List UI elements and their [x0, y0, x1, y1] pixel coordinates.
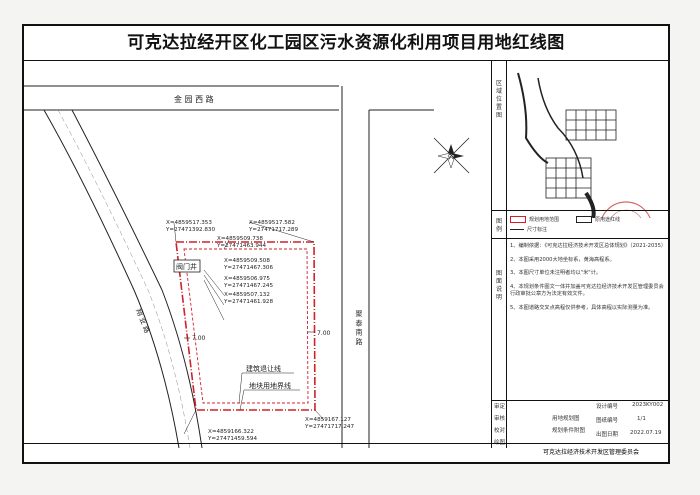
note-item: 5、本图道路交叉点高程仅供参考，具体高程以实际测量为准。 [510, 304, 654, 311]
tb-drawing: 规划条件附图 [552, 428, 586, 434]
tb-date-label: 出图日期 [596, 432, 619, 438]
tb-row-label: 审核 [494, 416, 506, 422]
building-line-label: 建筑退让线 [246, 364, 281, 373]
valve-well-label: 阀门井 [176, 262, 197, 271]
coord-text: Y=27471717.247 [304, 424, 354, 430]
legend-swatch-dim [510, 229, 524, 230]
legend-item: 规划用地范围 [529, 217, 560, 223]
tb-sheet-no: 1/1 [637, 416, 646, 422]
coord-text: Y=27471467.306 [223, 265, 273, 271]
setback-east-dim: 7.00 [317, 330, 331, 337]
coord-text: Y=27471461.928 [223, 299, 273, 305]
site-map: 金 园 西 路 聚 泰 南 路 翔 业 路 阀门井 [24, 85, 470, 448]
note-item: 2、本图采用2000大地坐标系，黄海高程系。 [510, 256, 615, 263]
location-map [517, 72, 651, 218]
tb-row-label: 审定 [494, 404, 506, 410]
coord-text: X=4859166.322 [208, 429, 254, 435]
notes-label: 图面说明 [495, 270, 502, 301]
road-label-north: 金 园 西 路 [174, 94, 214, 104]
drawing-title: 可克达拉经开区化工园区污水资源化利用项目用地红线图 [24, 26, 668, 61]
title-block: 审定 审核 校对 绘图 用地规划图 规划条件附图 设计编号 2023KY002 … [492, 400, 668, 448]
boundary-label: 地块用地界线 [249, 381, 291, 390]
tb-project: 用地规划图 [552, 416, 580, 422]
coord-text: X=4859507.132 [224, 292, 270, 298]
agency-name: 可克达拉经济技术开发区管理委员会 [542, 449, 639, 456]
legend-swatch-original [576, 216, 593, 223]
coord-text: Y=27471717.289 [248, 227, 298, 233]
coordinate-labels: X=4859517.353 Y=27471392.830 X=4859517.5… [165, 220, 354, 442]
coord-text: X=4859167.127 [305, 417, 351, 423]
legend: 规划用地范围 原用途红线 尺寸标注 [510, 216, 665, 233]
coord-text: Y=27471392.830 [165, 227, 215, 233]
note-item: 1、编制依据：《可克达拉经济技术开发区总体规划》（2021-2035） [510, 243, 667, 249]
drawing-sheet: 可克达拉经开区化工园区污水资源化利用项目用地红线图 金 园 西 路 聚 泰 南 … [22, 24, 670, 464]
coord-text: Y=27471463.944 [216, 243, 266, 249]
coord-text: Y=27471467.245 [223, 283, 273, 289]
note-item: 3、本图尺寸单位未注明者均以"米"计。 [510, 270, 602, 276]
north-arrow-icon [433, 137, 470, 174]
tb-design-no-label: 设计编号 [596, 404, 619, 410]
road-label-east: 聚 泰 南 路 [355, 310, 363, 346]
coord-text: X=4859509.738 [217, 236, 263, 242]
road-label-west: 翔 业 路 [134, 307, 152, 334]
building-setback-line [183, 248, 309, 404]
coord-text: X=4859517.582 [249, 220, 295, 226]
setback-west-dim: 7.00 [192, 335, 206, 342]
coord-text: Y=27471459.594 [207, 436, 257, 442]
tb-sheet-no-label: 图纸编号 [596, 418, 619, 424]
legend-item: 原用途红线 [595, 217, 621, 223]
tb-date: 2022.07.19 [630, 430, 662, 436]
note-item: 4、本规划条件图文一体并加盖可克达拉经济技术开发区管理委员会行政审批公章方为法定… [510, 283, 664, 298]
location-map-label: 区域位置图 [495, 80, 502, 119]
legend-item: 尺寸标注 [527, 227, 548, 233]
tb-row-label: 校对 [494, 428, 506, 434]
legend-swatch-site [510, 216, 526, 223]
tb-design-no: 2023KY002 [632, 402, 664, 408]
notes: 1、编制依据：《可克达拉经济技术开发区总体规划》（2021-2035） 2、本图… [510, 243, 667, 318]
agency-footer: 可克达拉经济技术开发区管理委员会 [24, 443, 668, 462]
coord-text: X=4859506.975 [224, 276, 270, 282]
legend-label: 图例 [495, 218, 502, 233]
coord-text: X=4859509.508 [224, 258, 270, 264]
coord-text: X=4859517.353 [166, 220, 212, 226]
info-panel: 区域位置图 图例 规划用地范围 原用途红线 [491, 60, 668, 448]
